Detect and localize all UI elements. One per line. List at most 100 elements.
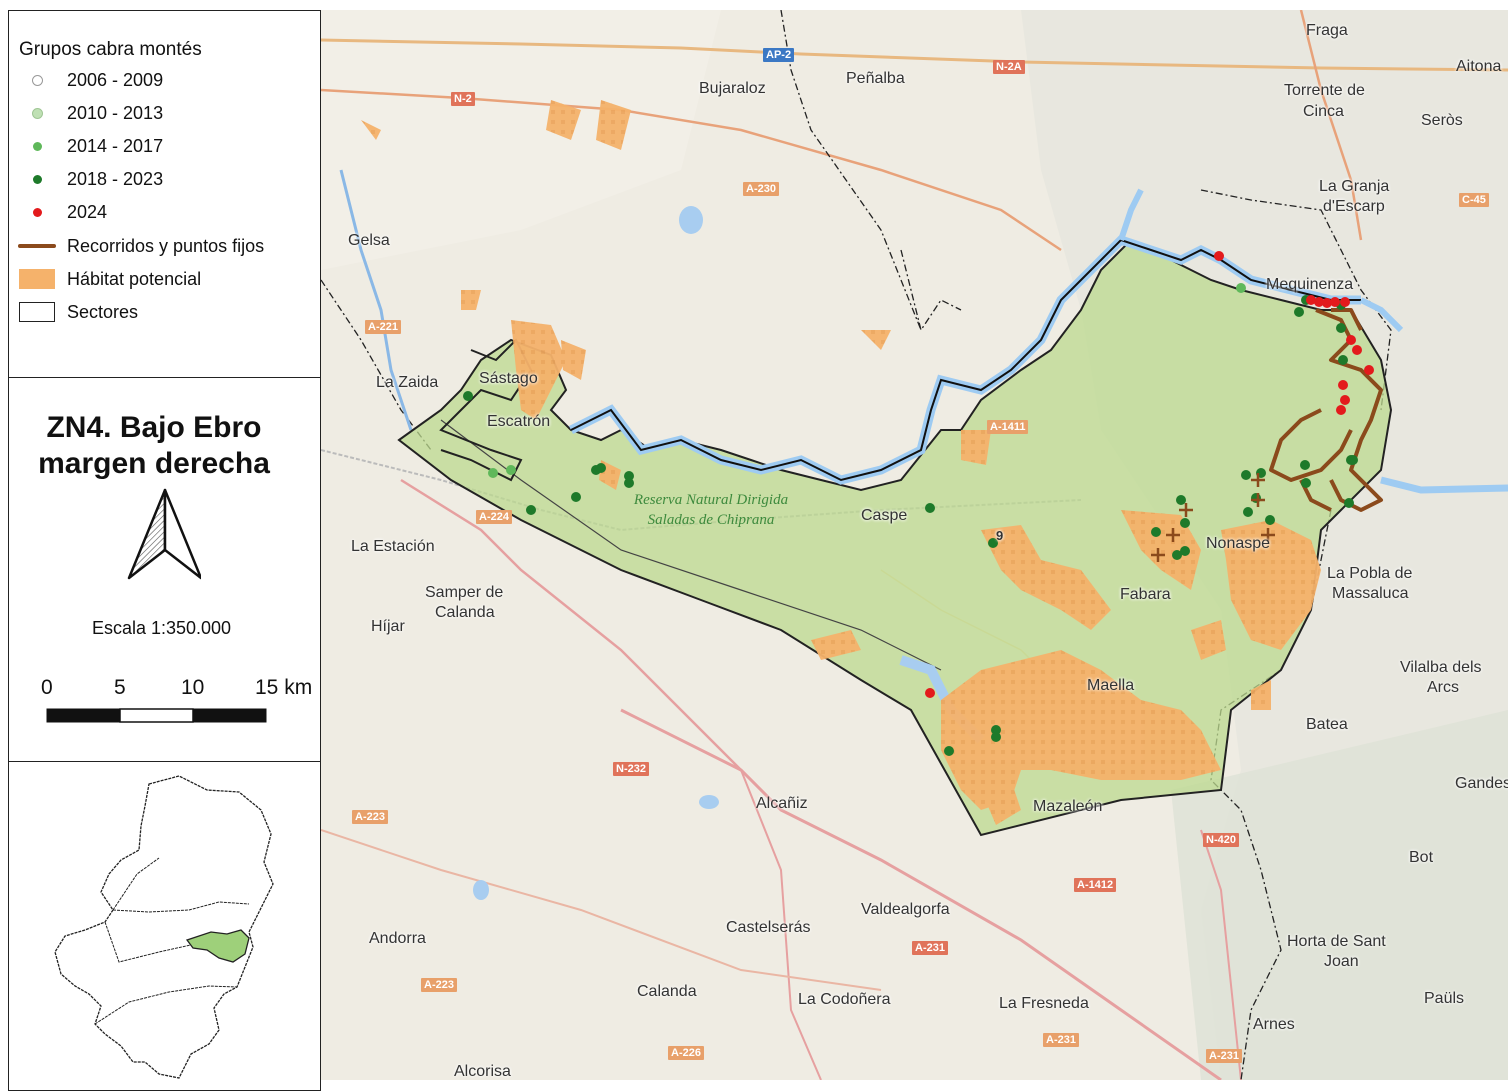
scale-tick-5: 5 (114, 676, 126, 699)
place-label: Gandesa (1455, 775, 1508, 792)
place-label: Arcs (1427, 679, 1459, 696)
road-shield: A-231 (912, 941, 948, 955)
road-shield: N-420 (1203, 833, 1239, 847)
basemap (321, 10, 1508, 1080)
observation-points (463, 251, 1374, 756)
scale-tick-10: 10 (181, 676, 205, 699)
place-label: Mequinenza (1266, 276, 1354, 293)
place-label: Batea (1306, 716, 1348, 733)
map-title-line1: ZN4. Bajo Ebro (46, 411, 262, 444)
place-label: Calanda (637, 983, 697, 1000)
place-label: Joan (1324, 953, 1359, 970)
overview-map-panel (8, 761, 321, 1091)
route-line-icon (18, 244, 56, 248)
legend-label: Recorridos y puntos fijos (67, 235, 265, 256)
reserve-label-line2: Saladas de Chiprana (647, 512, 775, 528)
legend-item-2014-2017: 2014 - 2017 (17, 133, 163, 159)
scale-tick-0: 0 (41, 676, 53, 699)
legend-item-sectores: Sectores (17, 299, 138, 325)
place-label: Arnes (1253, 1016, 1295, 1033)
road-shield: A-223 (421, 978, 457, 992)
place-label: La Codoñera (798, 991, 891, 1008)
place-label: Horta de Sant (1287, 933, 1386, 950)
road-shield: A-226 (668, 1046, 704, 1060)
place-label: Bot (1409, 849, 1434, 866)
place-label: Sástago (479, 370, 538, 387)
place-label: Paüls (1424, 990, 1465, 1007)
place-label: Samper de (425, 584, 504, 601)
circle-darkgreen-icon (32, 174, 42, 184)
legend-item-habitat: Hábitat potencial (17, 266, 201, 292)
legend-title: Grupos cabra montés (19, 39, 202, 60)
legend-item-2018-2023: 2018 - 2023 (17, 166, 163, 192)
place-label: Caspe (861, 507, 908, 524)
place-label: Maella (1087, 677, 1135, 694)
title-panel: ZN4. Bajo Ebro margen derecha Escala 1:3… (8, 377, 321, 762)
legend-panel: Grupos cabra montés 2006 - 2009 2010 - 2… (8, 10, 321, 378)
legend-label: 2024 (67, 201, 108, 222)
place-label: Calanda (435, 604, 495, 621)
road-shield: N-232 (613, 762, 649, 776)
legend-item-2006-2009: 2006 - 2009 (17, 67, 163, 93)
aragon-overview-map (54, 775, 274, 1079)
road-shield: N-2A (993, 60, 1025, 74)
place-label: Fraga (1306, 22, 1348, 39)
circle-green-icon (32, 141, 42, 151)
road-shield: A-224 (476, 510, 512, 524)
place-label: Bujaraloz (699, 80, 766, 97)
north-arrow-icon (127, 488, 201, 580)
place-label: Torrente de (1284, 82, 1365, 99)
place-label: La Granja (1319, 178, 1390, 195)
place-label: Andorra (369, 930, 426, 947)
road-shield: A-1411 (987, 420, 1029, 434)
legend-label: Hábitat potencial (67, 268, 202, 289)
main-map[interactable]: Fraga Aitona Bujaraloz Peñalba Torrente … (321, 10, 1508, 1080)
place-label: d'Escarp (1323, 198, 1385, 215)
legend-label: 2010 - 2013 (67, 102, 164, 123)
place-label: Alcorisa (454, 1063, 511, 1080)
scale-label: Escala 1:350.000 (91, 618, 232, 638)
place-label: Seròs (1421, 112, 1463, 129)
sector-outline-icon (19, 302, 55, 322)
place-label: Massaluca (1332, 585, 1409, 602)
place-label: Vilalba dels (1400, 659, 1482, 676)
place-label: Gelsa (348, 232, 390, 249)
place-label: La Pobla de (1327, 565, 1413, 582)
road-shield: N-2 (451, 92, 475, 106)
place-label: La Zaida (376, 374, 439, 391)
place-label: 9 (996, 528, 1004, 543)
road-shield: A-223 (352, 810, 388, 824)
road-shield: A-1412 (1074, 878, 1117, 892)
road-shield: A-230 (743, 182, 779, 196)
place-label: Fabara (1120, 586, 1171, 603)
legend-item-routes: Recorridos y puntos fijos (17, 233, 264, 259)
place-label: Híjar (371, 618, 405, 635)
place-label: Escatrón (487, 413, 551, 430)
legend-item-2024: 2024 (17, 199, 107, 225)
circle-lightgreen-icon (31, 107, 43, 119)
place-label: Aitona (1456, 58, 1502, 75)
scale-bar (46, 708, 267, 723)
place-label: Mazaleón (1033, 798, 1103, 815)
reserve-label-line1: Reserva Natural Dirigida (633, 492, 789, 508)
road-shield: A-231 (1206, 1049, 1242, 1063)
reserve-label: Reserva Natural Dirigida Saladas de Chip… (611, 490, 811, 530)
road-shield: C-45 (1459, 193, 1489, 207)
place-label: La Estación (351, 538, 435, 555)
legend-label: 2006 - 2009 (67, 69, 164, 90)
scale-tick-15: 15 km (255, 676, 313, 699)
place-label: Valdealgorfa (861, 901, 950, 918)
map-title-line2: margen derecha (38, 447, 270, 480)
road-shield: A-231 (1043, 1033, 1079, 1047)
legend-label: 2014 - 2017 (67, 135, 164, 156)
circle-red-icon (32, 207, 42, 217)
road-shield: AP-2 (763, 48, 795, 62)
place-label: Castelserás (726, 919, 811, 936)
place-label: Cinca (1303, 103, 1344, 120)
habitat-fill-icon (19, 269, 55, 289)
road-shield: A-221 (365, 320, 401, 334)
legend-label: 2018 - 2023 (67, 168, 164, 189)
place-label: Peñalba (846, 70, 905, 87)
place-label: Alcañiz (756, 795, 808, 812)
place-label: La Fresneda (999, 995, 1089, 1012)
